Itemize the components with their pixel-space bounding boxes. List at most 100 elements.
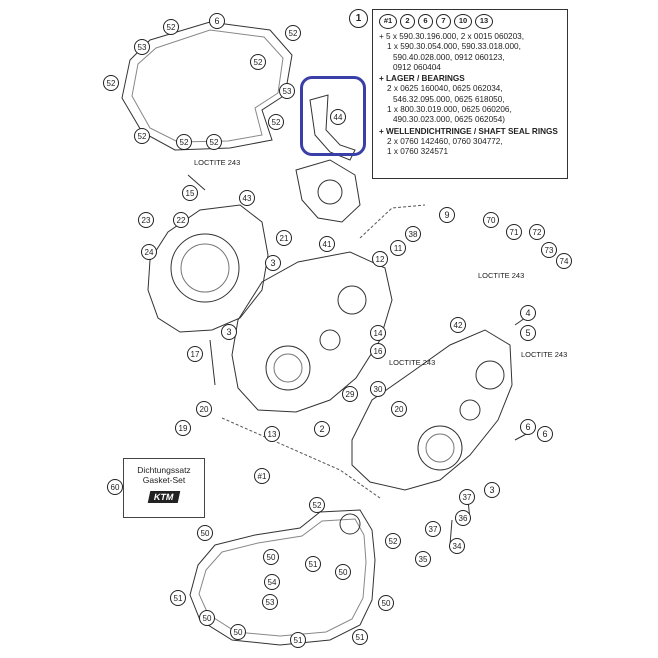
callout-circle (529, 224, 545, 240)
part-callout: 20 (196, 401, 212, 417)
callout-circle (262, 594, 278, 610)
callout-number: 52 (107, 79, 116, 88)
callout-circle (390, 240, 406, 256)
callout-circle (385, 533, 401, 549)
part-callout: 52 (385, 533, 401, 549)
part-callout: 53 (262, 594, 278, 610)
legend-line: + 5 x 590.30.196.000, 2 x 0015 060203, (379, 32, 524, 41)
legend-ref-chip: #1 (379, 14, 397, 29)
callout-number: 16 (374, 347, 383, 356)
legend-header: #1 2 6 7 10 13 (379, 14, 562, 29)
callout-circle (163, 19, 179, 35)
part-callout: 3 (265, 255, 281, 271)
part-callout: 50 (378, 595, 394, 611)
callout-number: 37 (463, 493, 472, 502)
callout-circle (455, 510, 471, 526)
callout-circle (483, 212, 499, 228)
callout-number: 34 (453, 542, 462, 551)
part-callout: 52 (250, 54, 266, 70)
callout-circle (370, 381, 386, 397)
callout-circle (206, 134, 222, 150)
part-callout: 15 (182, 185, 198, 201)
callout-circle (520, 325, 536, 341)
gasket-set-title-en: Gasket-Set (142, 475, 186, 485)
callout-number: 19 (179, 424, 188, 433)
part-callout: 21 (276, 230, 292, 246)
callout-number: 29 (346, 390, 355, 399)
part-callout: 74 (556, 253, 572, 269)
callout-circle (370, 325, 386, 341)
callout-circle (285, 25, 301, 41)
callout-number: 50 (267, 553, 276, 562)
part-callout: 41 (319, 236, 335, 252)
part-callout: 24 (141, 244, 157, 260)
part-callout: 52 (268, 114, 284, 130)
callout-circle (209, 13, 225, 29)
callout-circle (319, 236, 335, 252)
callout-circle (264, 574, 280, 590)
callout-circle (276, 230, 292, 246)
callout-number: 6 (525, 422, 530, 432)
part-callout: 53 (279, 83, 295, 99)
callout-circle (170, 590, 186, 606)
ktm-logo: KTM (147, 491, 181, 503)
callout-circle (279, 83, 295, 99)
callout-number: 72 (533, 228, 542, 237)
part-callout: 35 (415, 551, 431, 567)
part-callout: 51 (290, 632, 306, 648)
part-callout: 50 (230, 624, 246, 640)
part-callout: 36 (455, 510, 471, 526)
callout-circle (254, 468, 270, 484)
loctite-note: LOCTITE 243 (478, 271, 524, 280)
part-callout: 6 (537, 426, 553, 442)
callout-number: 3 (270, 258, 275, 268)
part-callout: 3 (221, 324, 237, 340)
callout-number: 50 (234, 628, 243, 637)
callout-circle (352, 629, 368, 645)
callout-number: 52 (272, 118, 281, 127)
part-callout: 14 (370, 325, 386, 341)
callout-number: 52 (138, 132, 147, 141)
callout-number: 53 (283, 87, 292, 96)
callout-number: 37 (429, 525, 438, 534)
part-callout: 52 (309, 497, 325, 513)
callout-circle (314, 421, 330, 437)
part-callout: 50 (335, 564, 351, 580)
callout-number: 52 (180, 138, 189, 147)
part-callout: 52 (285, 25, 301, 41)
callout-circle (134, 128, 150, 144)
clutch-cover (147, 204, 269, 333)
callout-number: 20 (395, 405, 404, 414)
callout-number: 23 (142, 216, 151, 225)
legend-line: 546.32.095.000, 0625 618050, (393, 94, 505, 104)
callout-number: 13 (268, 430, 277, 439)
part-callout: 52 (134, 128, 150, 144)
part-callout: 38 (405, 226, 421, 242)
callout-circle (556, 253, 572, 269)
part-callout: 2 (314, 421, 330, 437)
callout-circle (305, 556, 321, 572)
part-callout: 12 (372, 251, 388, 267)
part-callout: 54 (264, 574, 280, 590)
part-outlines (121, 21, 531, 646)
callout-number: 60 (111, 483, 120, 492)
part-callout: 51 (352, 629, 368, 645)
callout-circle (263, 549, 279, 565)
part-callout: 6 (209, 13, 225, 29)
callout-circle (175, 420, 191, 436)
callout-number: 36 (459, 514, 468, 523)
pump-cover (295, 159, 361, 223)
legend-line: 0912 060404 (393, 62, 441, 72)
callout-number: 11 (394, 244, 403, 253)
callout-circle (335, 564, 351, 580)
callout-number: 50 (203, 614, 212, 623)
callout-number: 52 (389, 537, 398, 546)
legend-ref-chip: 2 (400, 14, 415, 29)
callout-number: 52 (167, 23, 176, 32)
callout-number: 51 (309, 560, 318, 569)
legend-ref-chip: 13 (475, 14, 493, 29)
part-callout: 11 (390, 240, 406, 256)
callout-number: 52 (313, 501, 322, 510)
